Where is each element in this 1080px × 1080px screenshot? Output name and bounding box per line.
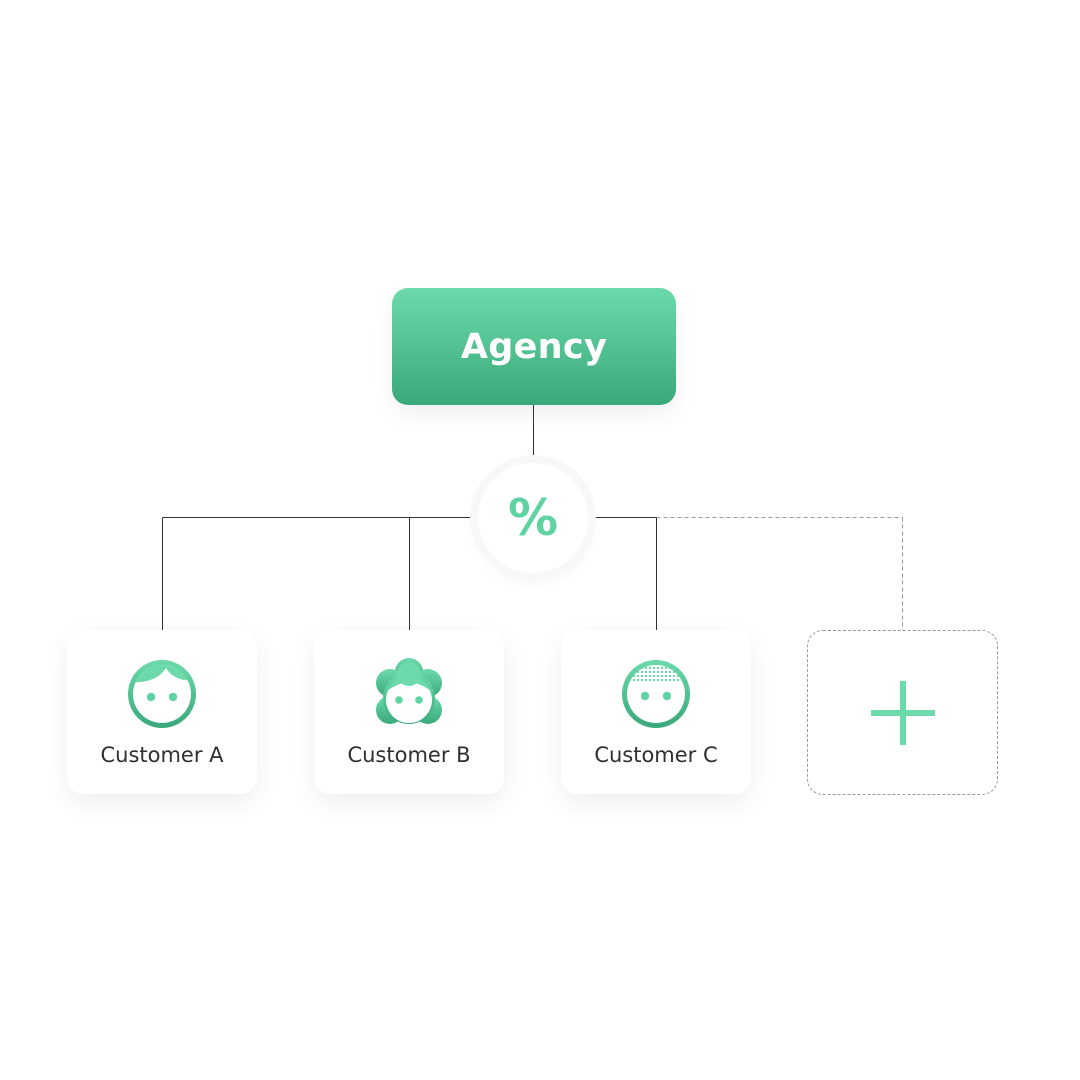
customer-label: Customer C: [594, 743, 718, 767]
customer-card-c[interactable]: Customer C: [561, 630, 751, 794]
face-curly-hair-icon: [376, 658, 442, 724]
agency-node[interactable]: Agency: [392, 288, 676, 405]
customer-card-a[interactable]: Customer A: [67, 630, 257, 794]
plus-icon: [871, 681, 935, 745]
percent-icon: %: [507, 489, 559, 547]
customer-label: Customer B: [347, 743, 471, 767]
customer-card-b[interactable]: Customer B: [314, 630, 504, 794]
face-buzz-cut-icon: [622, 660, 690, 728]
face-short-hair-icon: [128, 660, 196, 728]
percent-hub: %: [478, 463, 588, 573]
add-customer-button[interactable]: [807, 630, 998, 795]
agency-label: Agency: [460, 326, 608, 367]
customer-label: Customer A: [100, 743, 224, 767]
